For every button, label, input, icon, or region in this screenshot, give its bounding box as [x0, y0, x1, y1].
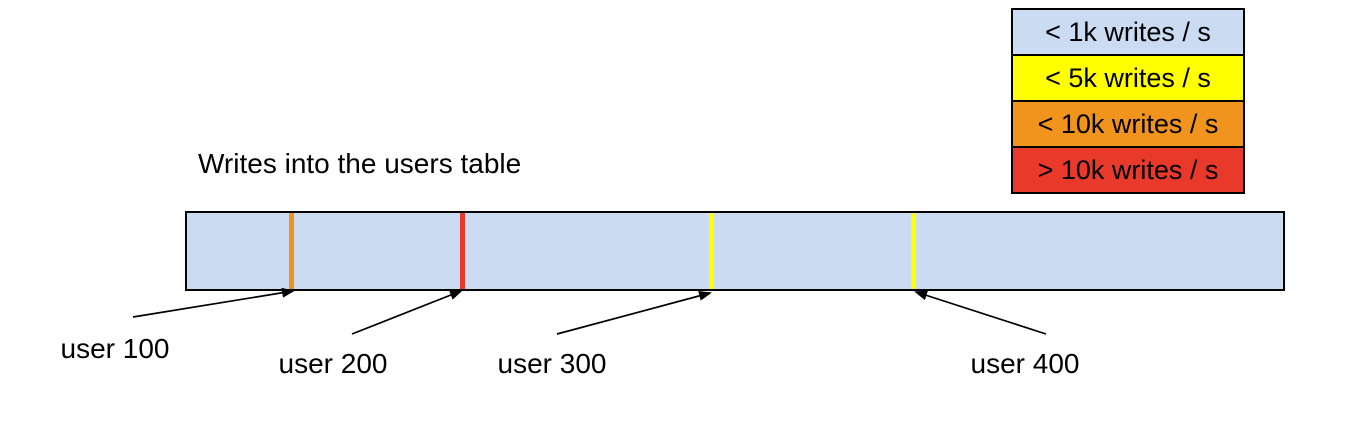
user-label-user-100: user 100: [60, 333, 170, 364]
legend-item-label: > 10k writes / s: [1037, 154, 1219, 185]
legend: < 1k writes / s < 5k writes / s < 10k writ…: [1011, 8, 1245, 194]
legend-item-2: < 5k writes / s: [1011, 54, 1245, 102]
arrow-user-400: [914, 290, 1047, 335]
diagram-title: Writes into the users table: [198, 148, 522, 179]
legend-item-label: < 5k writes / s: [1045, 62, 1211, 93]
legend-item-label: < 1k writes / s: [1045, 16, 1211, 47]
arrow-user-200: [351, 290, 463, 335]
users-table-bar: [185, 211, 1285, 291]
legend-item-1: < 1k writes / s: [1011, 8, 1245, 56]
legend-item-label: < 10k writes / s: [1037, 108, 1219, 139]
write-hotspot-stripe-user-100: [289, 213, 294, 289]
legend-item-3: < 10k writes / s: [1011, 100, 1245, 148]
write-hotspot-stripe-user-200: [460, 213, 465, 289]
arrow-user-100: [132, 287, 295, 318]
user-label-user-400: user 400: [970, 348, 1080, 379]
arrow-user-300: [556, 291, 712, 335]
legend-item-4: > 10k writes / s: [1011, 146, 1245, 194]
user-label-user-200: user 200: [278, 348, 388, 379]
write-hotspot-stripe-user-300: [708, 213, 714, 289]
write-hotspot-stripe-user-400: [911, 213, 916, 289]
user-label-user-300: user 300: [497, 348, 607, 379]
